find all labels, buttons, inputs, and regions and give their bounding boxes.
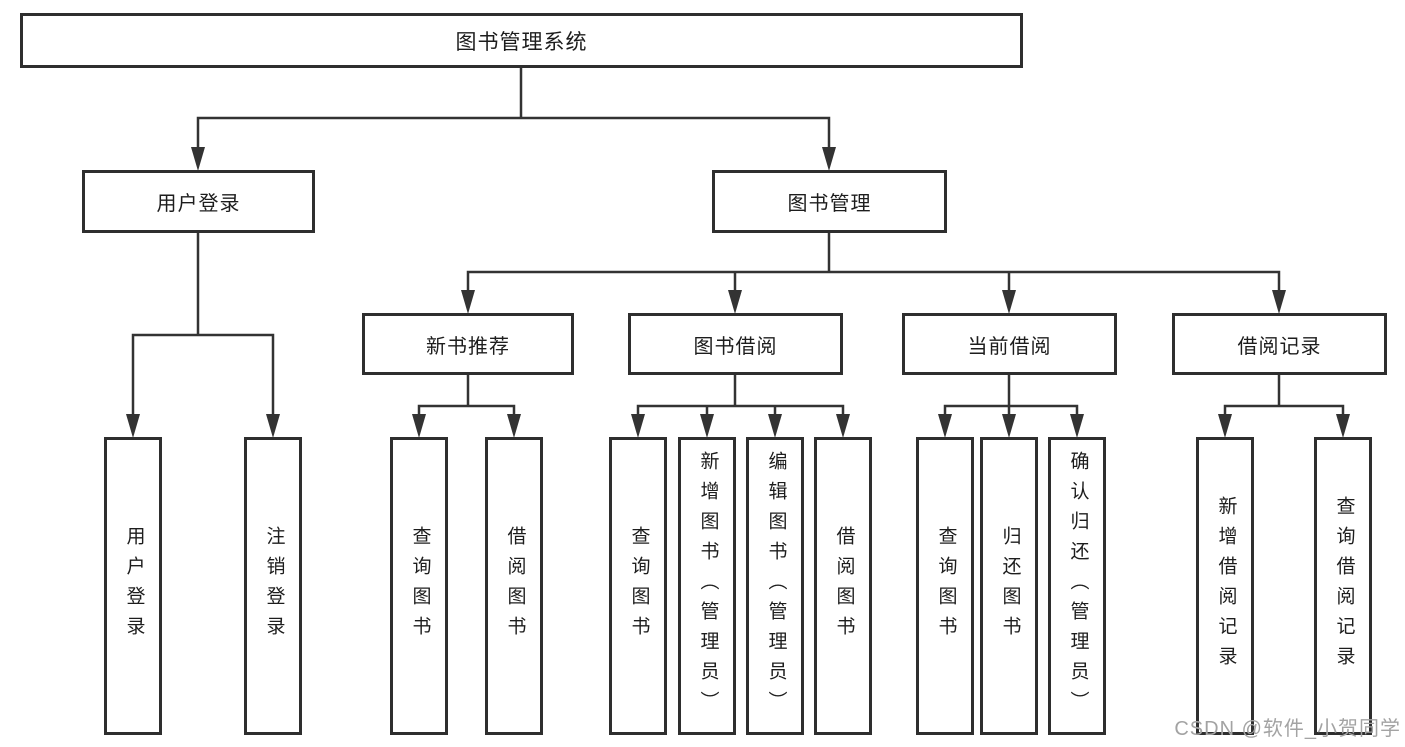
leaf-label: 用户登录 (123, 526, 145, 646)
leaf-label: 新增图书（管理员） (697, 451, 719, 721)
node-library-system: 图书管理系统 (20, 13, 1023, 68)
node-new-book-recommend: 新书推荐 (362, 313, 574, 375)
leaf-label: 新增借阅记录 (1215, 496, 1237, 676)
node-book-borrow: 图书借阅 (628, 313, 843, 375)
node-book-management: 图书管理 (712, 170, 947, 233)
leaf-label: 查询图书 (628, 526, 650, 646)
leaf-query-books-2: 查询图书 (609, 437, 667, 735)
leaf-confirm-return-admin: 确认归还（管理员） (1048, 437, 1106, 735)
leaf-add-borrow-record: 新增借阅记录 (1196, 437, 1254, 735)
leaf-return-books: 归还图书 (980, 437, 1038, 735)
leaf-logout: 注销登录 (244, 437, 302, 735)
leaf-user-login: 用户登录 (104, 437, 162, 735)
csdn-watermark: CSDN @软件_小贺同学 (1174, 718, 1401, 740)
leaf-query-books-1: 查询图书 (390, 437, 448, 735)
leaf-label: 查询图书 (409, 526, 431, 646)
leaf-label: 查询借阅记录 (1333, 496, 1355, 676)
leaf-label: 归还图书 (999, 526, 1021, 646)
leaf-label: 查询图书 (935, 526, 957, 646)
node-user-login: 用户登录 (82, 170, 315, 233)
leaf-query-books-3: 查询图书 (916, 437, 974, 735)
node-current-borrow: 当前借阅 (902, 313, 1117, 375)
leaf-label: 借阅图书 (504, 526, 526, 646)
leaf-label: 编辑图书（管理员） (765, 451, 787, 721)
node-borrow-records: 借阅记录 (1172, 313, 1387, 375)
leaf-label: 借阅图书 (833, 526, 855, 646)
leaf-query-borrow-record: 查询借阅记录 (1314, 437, 1372, 735)
leaf-label: 确认归还（管理员） (1067, 451, 1089, 721)
leaf-borrow-books-1: 借阅图书 (485, 437, 543, 735)
leaf-borrow-books-2: 借阅图书 (814, 437, 872, 735)
leaf-add-books-admin: 新增图书（管理员） (678, 437, 736, 735)
leaf-edit-books-admin: 编辑图书（管理员） (746, 437, 804, 735)
leaf-label: 注销登录 (263, 526, 285, 646)
